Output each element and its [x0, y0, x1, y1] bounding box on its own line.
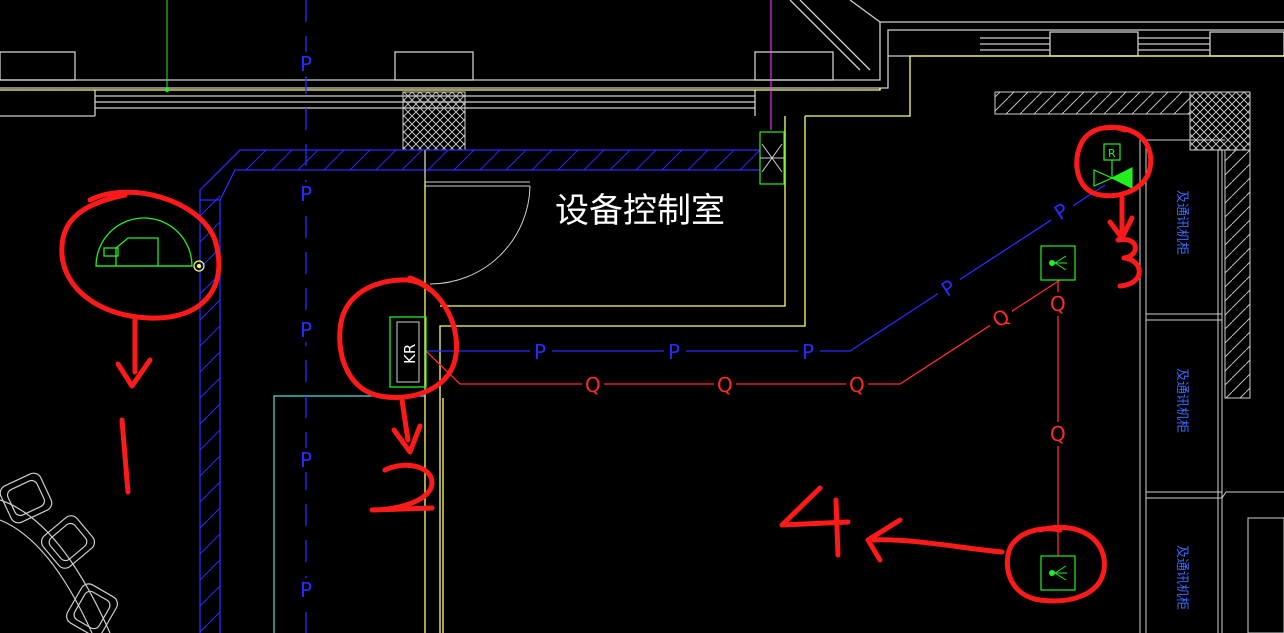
cabinet-label-2: 及通讯机柜 — [1174, 368, 1189, 433]
top-walls — [0, 0, 1284, 117]
q-label-6: Q — [1050, 422, 1066, 446]
annotation-marks — [59, 124, 1154, 604]
annotation-circle-3 — [1074, 124, 1154, 199]
p-pipe-vertical — [296, 0, 316, 633]
annotation-arrow-4 — [865, 517, 1005, 563]
cabinet-label-3: 及通讯机柜 — [1174, 545, 1189, 610]
annotation-circle-1 — [59, 189, 222, 321]
kr-device-box — [389, 316, 427, 388]
kr-device-label: KR — [401, 344, 419, 364]
valve-device — [1093, 143, 1133, 189]
annotation-circle-4 — [1004, 524, 1107, 604]
q-label-5: Q — [1050, 292, 1066, 316]
p-label-v4: P — [300, 448, 312, 472]
cabinet-outlines — [1139, 139, 1284, 633]
q-label-1: Q — [585, 373, 601, 397]
hatched-column — [402, 91, 466, 151]
annotation-number-2 — [369, 462, 435, 513]
annotation-circle-2 — [337, 275, 459, 400]
vent-symbol — [759, 131, 785, 185]
p-label-v3: P — [300, 318, 312, 342]
cabinet-label-1: 及通讯机柜 — [1174, 190, 1189, 255]
q-label-2: Q — [717, 373, 733, 397]
q-label-gaps — [582, 292, 1069, 446]
blue-wall — [199, 149, 760, 633]
p-label-h2: P — [668, 340, 680, 364]
p-label-h1: P — [534, 340, 546, 364]
annotation-number-4 — [779, 485, 851, 558]
annotation-arrow-3 — [1107, 195, 1135, 241]
yellow-walls — [0, 55, 1284, 633]
kr-device-inner — [396, 321, 420, 383]
p-label-v5: P — [300, 578, 312, 602]
annotation-arrow-1 — [115, 317, 153, 389]
device-1-symbol — [95, 217, 193, 267]
hatched-column-right — [1189, 91, 1251, 151]
valve-tag: R — [1108, 147, 1116, 160]
p-label-h3: P — [802, 340, 814, 364]
hatched-wall-right-top — [994, 91, 1191, 115]
green-node — [164, 87, 170, 93]
hatched-wall-right-side — [1224, 149, 1251, 399]
p-pipe-horizontal — [426, 184, 1106, 352]
annotation-number-1 — [119, 417, 131, 495]
p-label-v1: P — [300, 52, 312, 76]
annotation-number-3 — [1115, 237, 1142, 289]
p-label-v2: P — [300, 182, 312, 206]
p-label-gaps — [530, 200, 1073, 362]
annotation-arrow-2 — [391, 397, 423, 455]
door — [424, 150, 531, 285]
room-label: 设备控制室 — [555, 191, 725, 231]
q-label-3: Q — [849, 373, 865, 397]
sprinkler-lower — [1040, 555, 1076, 591]
sprinkler-upper — [1040, 245, 1076, 281]
device-1-node — [193, 260, 205, 272]
chairs — [0, 472, 118, 633]
q-pipe — [425, 279, 1061, 385]
